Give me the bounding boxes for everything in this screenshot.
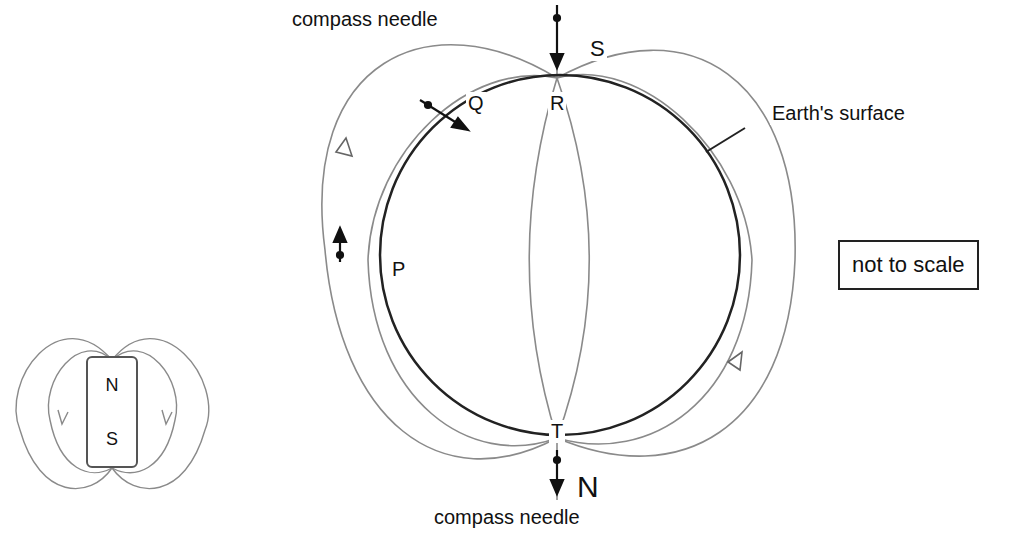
point-label: Q — [466, 92, 486, 115]
node-text: N — [106, 375, 119, 396]
compass-needles — [334, 5, 563, 494]
point-label: Earth's surface — [770, 102, 907, 125]
point-label: N — [575, 470, 601, 505]
field-arrows — [336, 138, 742, 370]
point-label: R — [548, 92, 566, 115]
leader-line — [706, 128, 745, 152]
point-label: S — [588, 36, 607, 61]
node-text: not to scale — [852, 252, 965, 278]
callout-label: compass needle — [290, 8, 440, 31]
magnet-field-lines — [16, 339, 209, 489]
bar-magnet: NS — [86, 356, 138, 468]
point-label: T — [549, 420, 565, 443]
note-box: not to scale — [838, 240, 979, 290]
field-lines — [322, 20, 795, 500]
point-label: P — [390, 258, 407, 281]
earth-outline — [380, 75, 740, 435]
node-text: S — [106, 429, 118, 450]
callout-label: compass needle — [432, 506, 582, 529]
